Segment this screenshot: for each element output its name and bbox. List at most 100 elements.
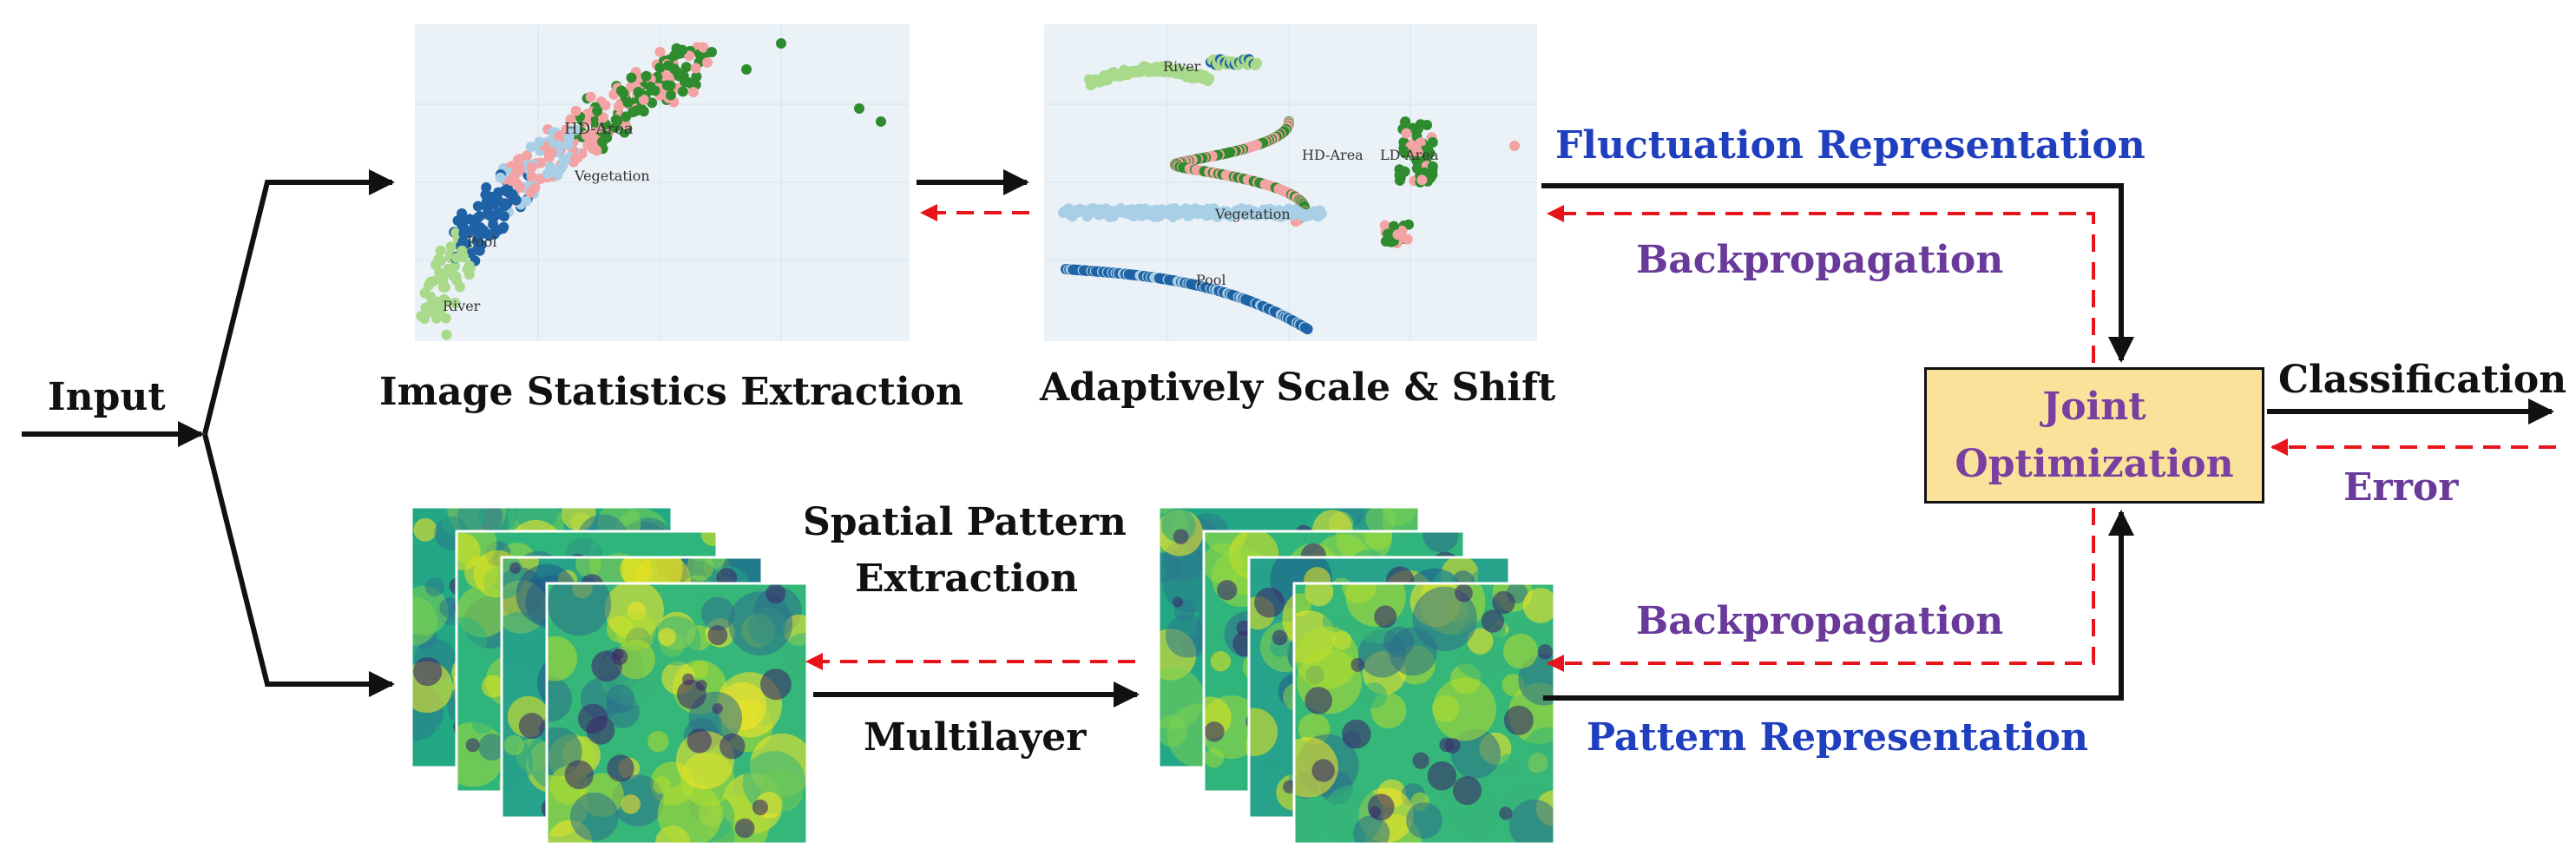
heatmap-dark-spot: [1374, 605, 1397, 629]
scatter-plot-adaptive: River HD-Area LD-Area Vegetation Pool: [1044, 24, 1537, 341]
heatmap-dark-spot: [1369, 806, 1381, 818]
heatmap-blob: [1361, 682, 1387, 709]
scatter-dot: [570, 105, 582, 116]
heatmap-stack-output: [1157, 505, 1556, 846]
scatter-dot: [570, 153, 582, 164]
scatter-dot: [647, 84, 658, 95]
heatmap-blob: [478, 734, 506, 761]
scatter-dot: [495, 172, 506, 183]
heatmap-blob: [781, 632, 807, 682]
scatter-dot: [698, 42, 709, 53]
heatmap-blob: [471, 711, 495, 734]
heatmap-blob: [547, 676, 573, 722]
scatter-dot: [526, 171, 537, 182]
heatmap-blob: [1502, 633, 1539, 669]
heatmap-border: [1292, 582, 1556, 846]
heatmap-blob: [1467, 628, 1494, 655]
scatter-dot: [475, 227, 486, 238]
heatmap-blob: [605, 684, 635, 714]
heatmap-blob: [615, 610, 657, 652]
scatter-dot: [450, 271, 462, 282]
heatmap-blob: [457, 616, 488, 666]
heatmap-blob: [457, 532, 481, 570]
scatter-right-label-river: River: [1163, 58, 1201, 75]
scatter-dot: [435, 273, 446, 285]
heatmap-blob: [700, 596, 735, 631]
heatmap-blob: [481, 675, 504, 698]
scatter-left-grid: [415, 24, 910, 341]
scatter-dot: [562, 139, 574, 150]
heatmap-blob: [615, 639, 655, 680]
scatter-plot-image-statistics: HD-Area Vegetation Pool River: [415, 24, 910, 341]
heatmap-dark-spot: [707, 625, 728, 646]
scatter-dot: [474, 245, 485, 256]
scatter-dot: [443, 263, 454, 274]
heatmap-blob: [728, 591, 793, 656]
heatmap-dark-spot: [413, 656, 443, 687]
heatmap-blob: [1353, 815, 1390, 844]
adaptively-scale-label: Adaptively Scale & Shift: [1040, 365, 1556, 410]
scatter-dot: [684, 50, 695, 62]
heatmap-dark-spot: [1173, 596, 1184, 608]
backprop-top-arrow: [1547, 205, 2095, 363]
scatter-right-label-hd: HD-Area: [1302, 147, 1364, 163]
heatmap-dark-spot: [1342, 719, 1371, 749]
scatter-dot: [435, 304, 446, 315]
scatter-dot: [776, 38, 786, 49]
scatter-dot: [438, 293, 450, 305]
branch-top-arrow: [202, 169, 395, 435]
heatmap-dark-spot: [564, 760, 594, 789]
pattern-to-joint-arrow: [1543, 510, 2134, 701]
joint-optimization-box: Joint Optimization: [1924, 367, 2264, 504]
scatter-right-points: [1058, 54, 1520, 335]
heatmap-blob: [1523, 727, 1554, 775]
heatmap-blob: [503, 734, 525, 756]
input-label: Input: [48, 375, 166, 419]
scatter-dot: [674, 48, 685, 59]
scatter-dot: [1415, 119, 1426, 130]
scatter-dot: [472, 201, 483, 212]
branch-bottom-arrow: [202, 433, 395, 697]
scatter-dot: [626, 72, 637, 83]
scatter-dot: [457, 235, 469, 247]
heatmap-blob: [1423, 531, 1459, 553]
heatmap-blob: [424, 576, 445, 597]
heatmap-blob: [1383, 626, 1415, 658]
scatter-dot: [1411, 155, 1423, 167]
heatmap-blob: [547, 635, 577, 682]
scatter-dot: [598, 112, 609, 123]
pattern-representation-label: Pattern Representation: [1587, 715, 2089, 760]
heatmap-blob: [1294, 793, 1326, 844]
scatter-left-label-vegetation: Vegetation: [574, 168, 650, 184]
scatter-dot: [481, 195, 492, 207]
heatmap-blob: [1381, 507, 1416, 526]
spatial-pattern-label-line1: Spatial Pattern: [803, 500, 1127, 544]
scatter-dot: [451, 253, 463, 264]
scatter-dot: [1416, 174, 1428, 186]
scatter-dot: [588, 143, 599, 155]
heatmap-dark-spot: [1452, 775, 1482, 806]
heatmap-blob: [657, 628, 676, 647]
heatmap-blob: [700, 531, 717, 547]
heatmap-blob: [502, 611, 549, 670]
scatter-dot: [585, 91, 596, 102]
heatmap-dark-spot: [760, 668, 792, 701]
scatter-dot: [654, 46, 666, 57]
scatter-dot: [638, 94, 649, 105]
scatter-dot: [641, 70, 652, 82]
scatter-left-label-river: River: [443, 298, 481, 314]
scatter-dot: [1415, 137, 1426, 148]
heatmap-dark-spot: [734, 818, 755, 839]
scatter-dot: [570, 124, 582, 135]
scatter-dot: [600, 100, 611, 111]
classification-label: Classification: [2278, 358, 2567, 402]
heatmap-blob: [1260, 754, 1281, 774]
scatter-dot: [613, 101, 624, 112]
scatter-dot: [490, 210, 501, 221]
scatter-dot: [450, 227, 462, 239]
scatter-dot: [677, 86, 688, 97]
backpropagation-top-label: Backpropagation: [1636, 238, 2004, 282]
image-statistics-label: Image Statistics Extraction: [379, 370, 964, 414]
heatmap-dark-spot: [577, 703, 608, 734]
